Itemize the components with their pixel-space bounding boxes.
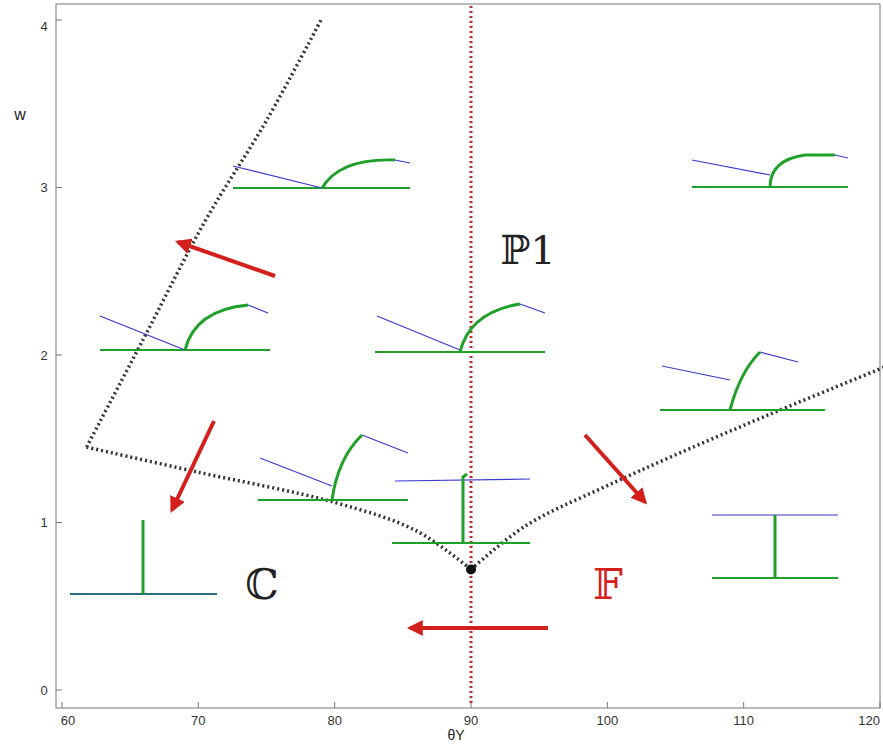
tick-label: 4 xyxy=(40,20,47,33)
x-tick xyxy=(743,702,744,708)
flow-arrow xyxy=(178,242,275,276)
tick-label: 70 xyxy=(191,714,205,727)
interface-sketch xyxy=(392,474,530,543)
tick-label: 120 xyxy=(858,714,880,727)
tick-label: 110 xyxy=(733,714,754,727)
y-tick xyxy=(56,522,62,523)
y-tick xyxy=(56,690,62,691)
interface-sketch xyxy=(692,155,848,187)
tick-label: 90 xyxy=(464,714,478,727)
tick-label: 80 xyxy=(327,714,341,727)
tick-label: 0 xyxy=(40,684,47,697)
x-tick xyxy=(62,702,63,708)
phase-boundary xyxy=(471,363,883,569)
region-label: ℂ xyxy=(245,564,278,606)
neutral-line xyxy=(470,6,473,706)
x-tick xyxy=(607,702,608,708)
region-label: 𝔽 xyxy=(593,564,623,606)
x-tick xyxy=(198,702,199,708)
interface-sketch xyxy=(660,352,825,410)
plot-frame xyxy=(56,4,880,708)
y-tick xyxy=(56,355,62,356)
x-tick xyxy=(334,702,335,708)
phase-boundary xyxy=(87,20,321,447)
region-label: ℙ1 xyxy=(500,230,556,270)
tick-label: 3 xyxy=(40,181,47,194)
y-tick xyxy=(56,20,62,21)
axis-label: θY xyxy=(447,728,464,742)
flow-arrow xyxy=(410,626,548,630)
interface-sketch xyxy=(258,435,408,500)
interface-sketch xyxy=(233,160,410,188)
axis-label: w xyxy=(14,107,26,123)
flow-arrow xyxy=(172,421,214,510)
interface-sketch xyxy=(100,305,270,350)
flow-arrow xyxy=(585,435,645,502)
y-tick xyxy=(56,187,62,188)
tick-label: 2 xyxy=(40,349,47,362)
tick-label: 100 xyxy=(596,714,618,727)
x-tick xyxy=(880,702,881,708)
tick-label: 60 xyxy=(61,714,75,727)
critical-point xyxy=(466,564,476,574)
interface-sketch xyxy=(375,304,545,352)
interface-sketch xyxy=(70,520,217,594)
tick-label: 1 xyxy=(40,516,47,529)
interface-sketch xyxy=(712,515,838,578)
